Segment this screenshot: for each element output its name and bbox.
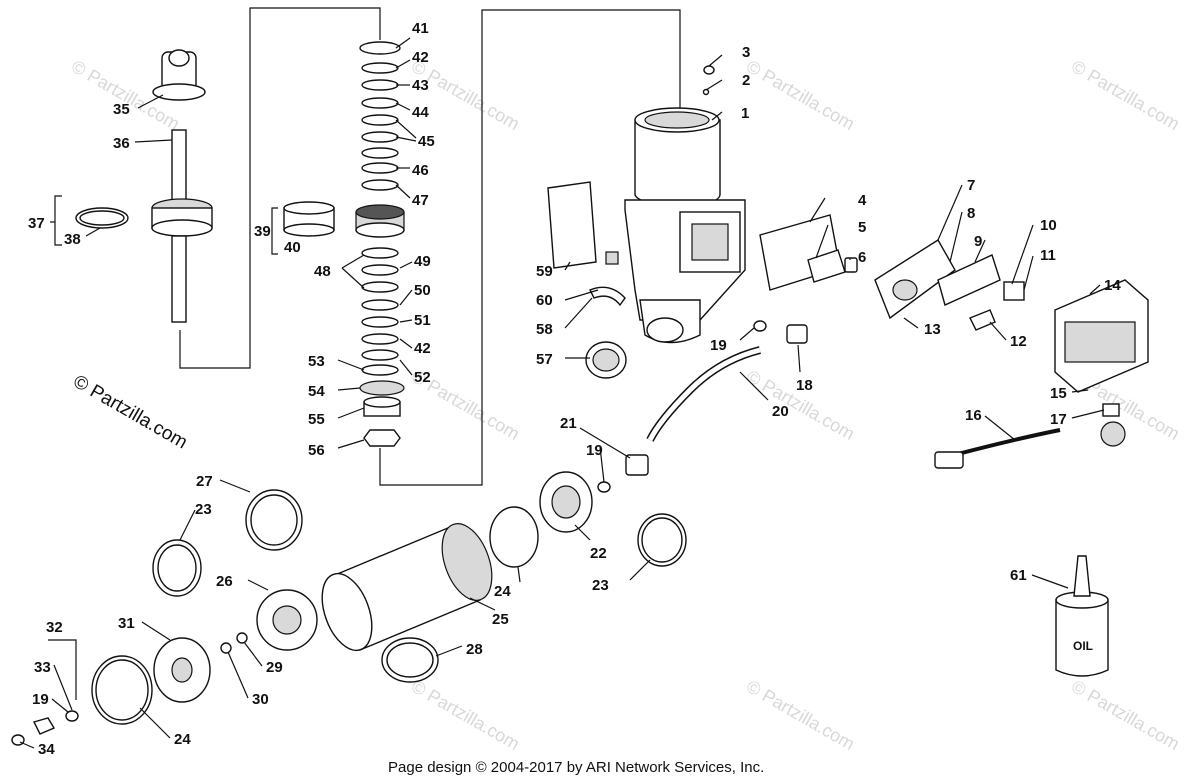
part-label: 10 <box>1040 217 1057 234</box>
part-label: 42 <box>412 49 429 66</box>
part-label: 46 <box>412 162 429 179</box>
part-label: 42 <box>414 340 431 357</box>
part-label: 32 <box>46 619 63 636</box>
part-label: 24 <box>494 583 511 600</box>
part-label: 34 <box>38 741 55 758</box>
part-label: 53 <box>308 353 325 370</box>
part-label: 18 <box>796 377 813 394</box>
part-label: 37 <box>28 215 45 232</box>
part-label: 54 <box>308 383 325 400</box>
part-label: 61 <box>1010 567 1027 584</box>
part-label: 9 <box>974 233 982 250</box>
part-label: 17 <box>1050 411 1067 428</box>
washer-stack-lower <box>359 247 405 447</box>
part-label: 49 <box>414 253 431 270</box>
part-label: 27 <box>196 473 213 490</box>
part-label: 15 <box>1050 385 1067 402</box>
part-label: 55 <box>308 411 325 428</box>
part-label: 26 <box>216 573 233 590</box>
part-label: 1 <box>741 105 749 122</box>
part-label: 4 <box>858 192 867 209</box>
part-label: 30 <box>252 691 269 708</box>
part-label: 40 <box>284 239 301 256</box>
part-label: 20 <box>772 403 789 420</box>
part-label: 43 <box>412 77 429 94</box>
part-label: 2 <box>742 72 750 89</box>
part-label: 36 <box>113 135 130 152</box>
main-housing <box>624 65 746 344</box>
part-label: 51 <box>414 312 431 329</box>
watermark: © Partzilla.com <box>743 676 858 754</box>
upper-shaft <box>75 49 213 323</box>
cylinder-assembly <box>11 471 687 746</box>
part-label: 59 <box>536 263 553 280</box>
oil-label: OIL <box>1073 639 1093 653</box>
part-label: 24 <box>174 731 191 748</box>
part-label: 33 <box>34 659 51 676</box>
part-label: 31 <box>118 615 135 632</box>
part-label: 19 <box>586 442 603 459</box>
part-label: 3 <box>742 44 750 61</box>
part-label: 5 <box>858 219 866 236</box>
part-label: 25 <box>492 611 509 628</box>
part-label: 47 <box>412 192 429 209</box>
part-label: 8 <box>967 205 975 222</box>
part-label: 41 <box>412 20 429 37</box>
watermark: © Partzilla.com <box>408 676 523 754</box>
decals-and-bushing <box>547 181 627 379</box>
part-label: 23 <box>592 577 609 594</box>
hose-assembly <box>597 320 1126 493</box>
part-labels: 1 2 3 4 5 6 7 8 9 10 11 12 13 14 15 16 1… <box>28 20 1121 758</box>
part-label: 12 <box>1010 333 1027 350</box>
part-label: 38 <box>64 231 81 248</box>
part-label: 6 <box>858 249 866 266</box>
watermark-main: © Partzilla.com <box>70 371 191 453</box>
part-label: 19 <box>32 691 49 708</box>
part-label: 11 <box>1040 247 1056 264</box>
part-label: 7 <box>967 177 975 194</box>
assembly-lines <box>179 7 681 486</box>
part-label: 13 <box>924 321 941 338</box>
part-label: 45 <box>418 133 435 150</box>
part-label: 52 <box>414 369 431 386</box>
watermarks: © Partzilla.com © Partzilla.com © Partzi… <box>68 56 1183 754</box>
part-label: 23 <box>195 501 212 518</box>
part-label: 28 <box>466 641 483 658</box>
part-label: 35 <box>113 101 130 118</box>
part-label: 19 <box>710 337 727 354</box>
part-label: 48 <box>314 263 331 280</box>
leader-lines <box>19 37 1105 749</box>
watermark: © Partzilla.com <box>408 56 523 134</box>
side-cover-parts <box>759 214 1149 393</box>
footer-copyright: Page design © 2004-2017 by ARI Network S… <box>388 759 764 776</box>
part-label: 58 <box>536 321 553 338</box>
part-label: 39 <box>254 223 271 240</box>
part-label: 60 <box>536 292 553 309</box>
piston <box>283 201 405 238</box>
part-label: 56 <box>308 442 325 459</box>
washer-stack-upper <box>359 41 401 191</box>
watermark: © Partzilla.com <box>1068 676 1183 754</box>
part-label: 57 <box>536 351 553 368</box>
part-label: 50 <box>414 282 431 299</box>
part-label: 21 <box>560 415 577 432</box>
part-label: 29 <box>266 659 283 676</box>
watermark: © Partzilla.com <box>743 56 858 134</box>
part-label: 44 <box>412 104 429 121</box>
oil-bottle: OIL <box>1055 555 1109 677</box>
watermark: © Partzilla.com <box>1068 56 1183 134</box>
part-label: 22 <box>590 545 607 562</box>
part-label: 16 <box>965 407 982 424</box>
part-label: 14 <box>1104 277 1121 294</box>
